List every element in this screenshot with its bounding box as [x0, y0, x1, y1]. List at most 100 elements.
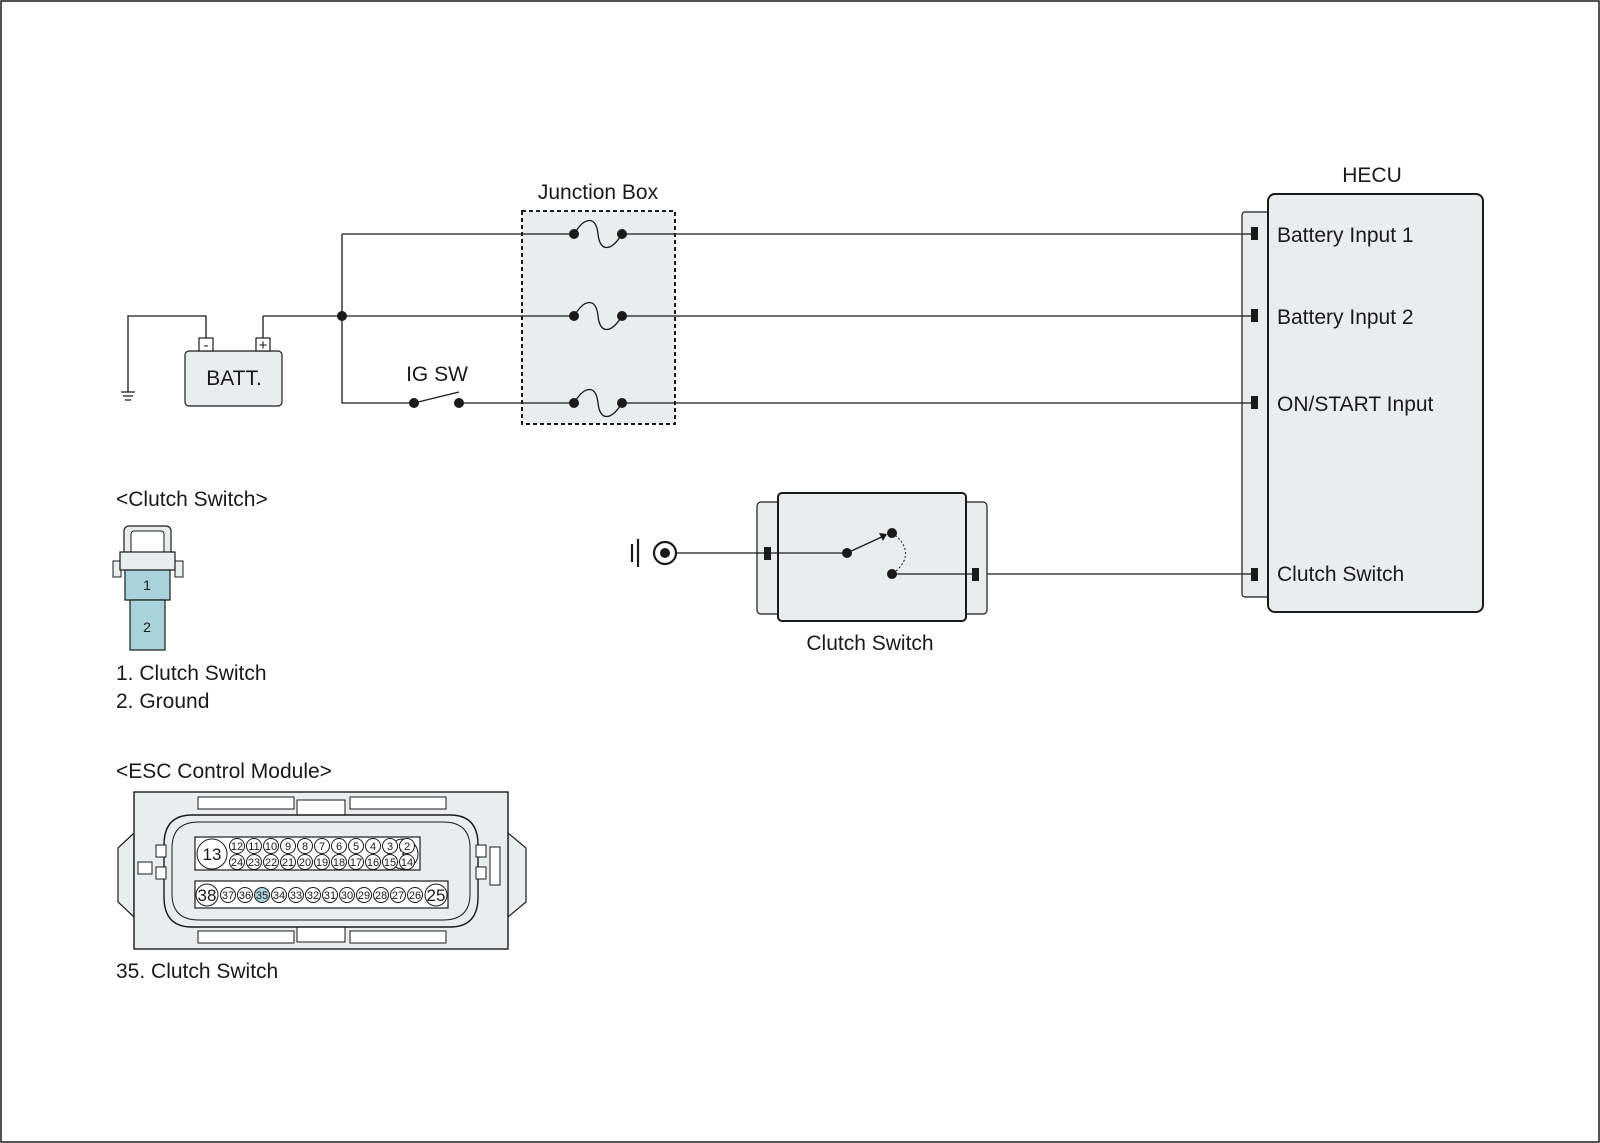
- pin-number: 23: [248, 857, 260, 869]
- esc-pin: [399, 854, 415, 870]
- esc-pin: [382, 838, 398, 854]
- esc-pin: [399, 838, 415, 854]
- esc-pin: [305, 887, 321, 903]
- clutch-switch-label: Clutch Switch: [806, 632, 933, 655]
- connector-key: [296, 799, 346, 817]
- hecu-pin-battery-input-2: Battery Input 2: [1277, 306, 1414, 329]
- pin-number: 30: [341, 890, 353, 902]
- connector-shroud: [163, 814, 479, 928]
- connector-key: [296, 925, 346, 943]
- esc-pin: [254, 887, 270, 903]
- hecu-pin-terminal: [1251, 568, 1258, 581]
- pin-number: 32: [307, 890, 319, 902]
- pin-number: 11: [248, 841, 259, 853]
- pin-number: 19: [316, 857, 328, 869]
- switch-terminal: [454, 398, 464, 408]
- esc-pin: [314, 854, 330, 870]
- esc-pin: [246, 854, 262, 870]
- splice-point: [337, 311, 347, 321]
- pin-number: 2: [404, 841, 410, 853]
- connector-side-ear: [117, 831, 135, 919]
- battery-negative-terminal: [198, 337, 214, 352]
- esc-pin-large: [195, 883, 219, 907]
- pin-number: 1: [143, 577, 151, 593]
- switch-blade: [846, 534, 887, 554]
- connector-latch: [155, 866, 167, 880]
- esc-pin: [271, 887, 287, 903]
- connector-side-ear: [507, 831, 527, 919]
- esc-pin: [365, 854, 381, 870]
- hecu-label: HECU: [1342, 164, 1402, 187]
- pin-number: 1: [398, 845, 407, 864]
- connector-slot: [197, 930, 295, 944]
- wire: [341, 234, 414, 404]
- esc-pin: [237, 887, 253, 903]
- pin-number: 5: [353, 841, 359, 853]
- connector-latch: [475, 866, 487, 880]
- esc-pin: [322, 887, 338, 903]
- pin-number: 24: [231, 857, 243, 869]
- connector-latch: [155, 844, 167, 858]
- esc-pin: [297, 854, 313, 870]
- hecu-pin-clutch-switch: Clutch Switch: [1277, 563, 1404, 586]
- pin-number: 13: [203, 845, 222, 864]
- esc-pin: [373, 887, 389, 903]
- connector-latch: [137, 861, 153, 875]
- esc-pin: [314, 838, 330, 854]
- connector-shroud-inner: [171, 821, 471, 921]
- pin-number: 37: [222, 890, 234, 902]
- clutch-switch-terminal: [972, 568, 979, 581]
- switch-blade: [413, 391, 460, 404]
- pin-number: 8: [302, 841, 308, 853]
- pin-number: 20: [299, 857, 311, 869]
- ig-switch-label: IG SW: [406, 363, 468, 386]
- connector-collar: [119, 551, 176, 571]
- connector-slot: [349, 930, 447, 944]
- pin-number: 7: [319, 841, 325, 853]
- wiring: [263, 233, 1251, 575]
- esc-pin: [263, 854, 279, 870]
- battery-label: BATT.: [206, 367, 262, 390]
- fuse-icon: [573, 301, 623, 331]
- esc-pin: [280, 854, 296, 870]
- clutch-legend-item: 1. Clutch Switch: [116, 662, 267, 685]
- esc-pin: [246, 838, 262, 854]
- pin-number: 31: [324, 890, 336, 902]
- fuse-icon: [573, 219, 623, 249]
- pin-number: 27: [392, 890, 404, 902]
- pin-number: 15: [384, 857, 396, 869]
- pin-number: 26: [409, 890, 421, 902]
- connector-tab: [174, 560, 184, 578]
- pin-number: 16: [367, 857, 379, 869]
- esc-pin: [390, 887, 406, 903]
- esc-pin: [339, 887, 355, 903]
- esc-pin: [280, 838, 296, 854]
- hecu-pin-terminal: [1251, 227, 1258, 240]
- ground-icon: [121, 391, 135, 401]
- pin-number: 17: [350, 857, 362, 869]
- pin-number: 3: [387, 841, 393, 853]
- esc-pin: [348, 838, 364, 854]
- esc-pin: [288, 887, 304, 903]
- hecu-pin-battery-input-1: Battery Input 1: [1277, 224, 1414, 247]
- pin-number: 25: [427, 886, 446, 905]
- connector-slot: [349, 796, 447, 810]
- clutch-switch-connector: <Clutch Switch> 1 2 1. Clutch Switch 2. …: [112, 488, 268, 713]
- pin-number: 21: [282, 857, 294, 869]
- clutch-switch-terminal: [764, 547, 771, 560]
- connector-pin-2: [129, 599, 166, 651]
- pin-number: 2: [143, 619, 151, 635]
- hecu-pin-terminal: [1251, 396, 1258, 409]
- pin-number: 35: [256, 890, 268, 902]
- pin-number: 22: [265, 857, 277, 869]
- pin-number: 6: [336, 841, 342, 853]
- junction-box: Junction Box: [521, 181, 676, 425]
- battery-positive-terminal: [255, 337, 271, 352]
- esc-pin: [297, 838, 313, 854]
- connector-latch: [475, 844, 487, 858]
- esc-pin: [263, 838, 279, 854]
- esc-pin: [229, 838, 245, 854]
